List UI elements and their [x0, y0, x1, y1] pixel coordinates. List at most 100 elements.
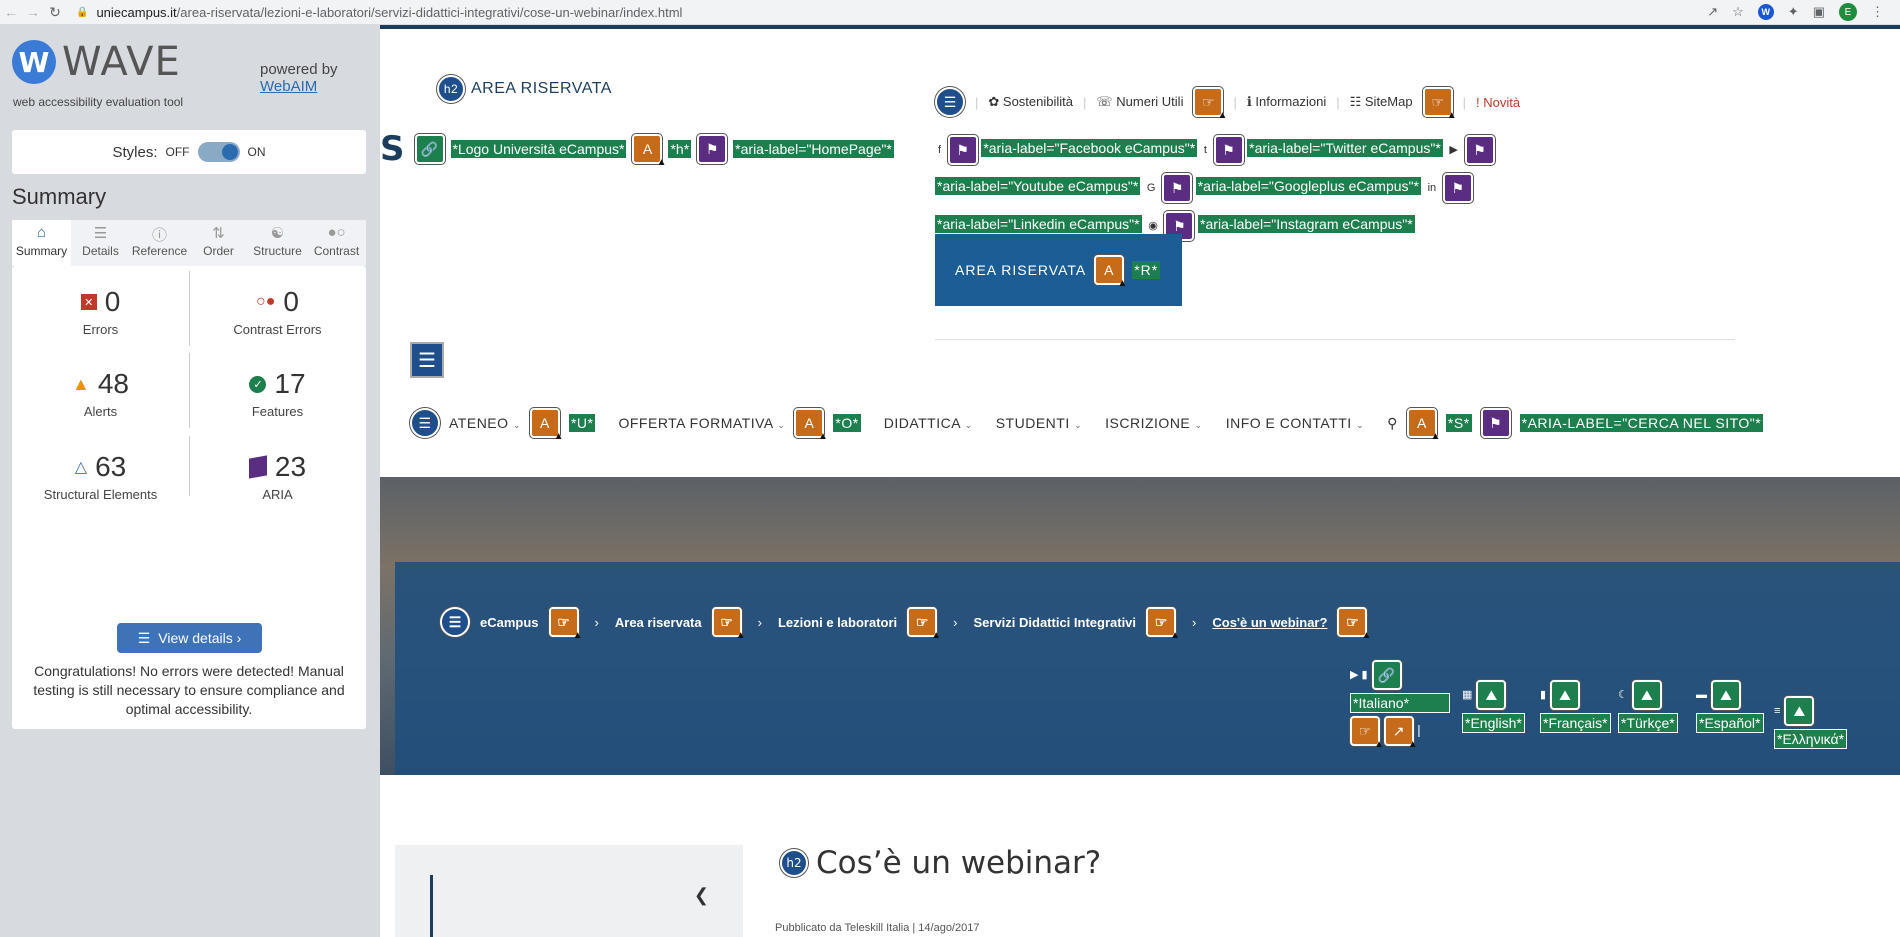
tab-order[interactable]: ⇅Order [189, 220, 248, 266]
features-label: Features [251, 404, 304, 419]
nav-studenti[interactable]: STUDENTI ⌄ [995, 415, 1083, 431]
lock-icon: 🔒 [76, 6, 89, 18]
instagram-icon[interactable]: ◉ [1148, 220, 1158, 232]
youtube-icon[interactable]: ▶ [1449, 144, 1458, 156]
back-icon[interactable]: ← [4, 4, 18, 20]
congratulations-text: Congratulations! No errors were detected… [33, 663, 345, 717]
hamburger-menu-icon[interactable]: ☰ [410, 342, 444, 378]
lang-francais[interactable]: ▮⛰ *Français* [1540, 680, 1611, 733]
italy-flag-icon: ▶ ▮ [1350, 669, 1368, 682]
profile-avatar[interactable]: E [1839, 3, 1857, 21]
lang-turkce-label: *Türkçe* [1618, 713, 1678, 733]
aria-count: 23 [274, 451, 307, 482]
tab-structure[interactable]: ☯Structure [248, 220, 307, 266]
menu-kebab-icon[interactable]: ⋮ [1871, 4, 1884, 19]
breadcrumb-ecampus[interactable]: eCampus [480, 614, 539, 630]
h2-badge-icon: h2 [780, 849, 808, 877]
nav-offerta-formativa[interactable]: OFFERTA FORMATIVA ⌄ [618, 415, 786, 431]
util-numeri-utili[interactable]: ☏ Numeri Utili [1096, 94, 1184, 109]
util-sitemap[interactable]: ☷ SiteMap [1349, 94, 1413, 109]
accesskey-alert-icon: A▲ [632, 134, 666, 168]
styles-on-label: ON [247, 145, 266, 159]
extensions-puzzle-icon[interactable]: ✦ [1787, 4, 1799, 19]
breadcrumb-lezioni[interactable]: Lezioni e laboratori [777, 614, 898, 630]
stat-errors[interactable]: ✕0 Errors [12, 286, 189, 337]
errors-label: Errors [82, 322, 119, 337]
tab-contrast-label: Contrast [313, 244, 360, 258]
info-icon: ⓘ [151, 227, 167, 244]
aria-tag-icon: ⚑ [1480, 408, 1511, 438]
error-icon: ✕ [80, 294, 97, 310]
aria-label: ARIA [262, 487, 293, 502]
spain-flag-icon: ▬ [1696, 689, 1707, 702]
aria-tag-icon: ⚑ [1442, 172, 1473, 203]
site-logo-row[interactable]: S 🔗 *Logo Università eCampus* A▲ *h* ⚑ *… [380, 129, 894, 169]
util-informazioni[interactable]: ℹ Informazioni [1246, 94, 1327, 109]
stat-contrast-errors[interactable]: ○●0 Contrast Errors [189, 286, 366, 337]
view-details-button[interactable]: ☰ View details › [117, 623, 262, 653]
wave-extension-icon[interactable]: W [1757, 4, 1774, 20]
stat-structural[interactable]: △63 Structural Elements [12, 451, 189, 502]
stat-alerts[interactable]: ▲48 Alerts [12, 368, 189, 419]
reload-icon[interactable]: ↻ [49, 3, 61, 20]
stat-aria[interactable]: 23 ARIA [189, 451, 366, 502]
forward-icon[interactable]: → [26, 4, 40, 20]
lang-turkce[interactable]: ☾⛰ *Türkçe* [1618, 680, 1678, 733]
bookmark-star-icon[interactable]: ☆ [1732, 4, 1744, 19]
linkedin-icon[interactable]: in [1427, 182, 1437, 194]
side-panel-icon[interactable]: ▣ [1812, 4, 1825, 19]
browser-toolbar: ← → ↻ 🔒 uniecampus.it/area-riservata/lez… [0, 0, 1900, 25]
address-bar[interactable]: 🔒 uniecampus.it/area-riservata/lezioni-e… [76, 5, 1707, 20]
util-sostenibilita[interactable]: ✿ Sostenibilità [988, 94, 1074, 109]
breadcrumb-area-riservata[interactable]: Area riservata [614, 614, 702, 630]
lang-ellinika[interactable]: ≡⛰ *Ελληνικά* [1774, 696, 1848, 749]
divider [189, 271, 190, 346]
divider [189, 353, 190, 428]
stat-features[interactable]: ✓17 Features [189, 368, 366, 419]
facebook-icon[interactable]: f [938, 144, 942, 156]
wave-sidebar: W WAVE web accessibility evaluation tool… [0, 25, 380, 937]
lang-english[interactable]: ▦⛰ *English* [1462, 680, 1525, 733]
area-riservata-button[interactable]: AREA RISERVATA A▲ *R* [935, 234, 1182, 306]
aria-tag-icon: ⚑ [1464, 134, 1495, 165]
greece-flag-icon: ≡ [1774, 705, 1781, 718]
top-accent-bar [380, 25, 1900, 29]
image-icon: ⛰ [1631, 680, 1662, 710]
util-novita[interactable]: ! Novità [1475, 94, 1521, 110]
twitter-icon[interactable]: t [1203, 144, 1207, 156]
nav-ateneo[interactable]: ATENEO ⌄ [449, 415, 521, 431]
alert-pointer-icon: ☞▲ [1193, 87, 1227, 121]
nav-iscrizione[interactable]: ISCRIZIONE ⌄ [1105, 415, 1203, 431]
nav-ateneo-key: *U* [568, 414, 596, 432]
search-accesskey: *S* [1445, 414, 1472, 432]
tab-contrast[interactable]: ●○Contrast [307, 220, 366, 266]
alerts-label: Alerts [83, 404, 118, 419]
powered-by: powered by WebAIM [260, 61, 338, 95]
search-icon[interactable]: ⚲ [1387, 414, 1398, 431]
nav-didattica[interactable]: DIDATTICA ⌄ [883, 415, 973, 431]
aria-tag-icon: ⚑ [947, 134, 978, 165]
sidebar-accent-bar [430, 875, 433, 937]
chevron-left-icon[interactable]: ❮ [693, 885, 709, 905]
styles-toggle[interactable] [197, 142, 240, 162]
nav-info-contatti[interactable]: INFO E CONTATTI ⌄ [1225, 415, 1365, 431]
lang-espanol[interactable]: ▬⛰ *Español* [1696, 680, 1764, 733]
list-icon: ☰ [137, 629, 151, 646]
webpage-viewport: S 🔗 *Logo Università eCampus* A▲ *h* ⚑ *… [380, 25, 1900, 937]
googleplus-icon[interactable]: G [1146, 182, 1156, 194]
lang-italiano[interactable]: ▶ ▮🔗 *Italiano* ☞▲ ↗▲ | [1350, 660, 1451, 750]
breadcrumb-servizi[interactable]: Servizi Didattici Integrativi [973, 614, 1137, 630]
tab-summary[interactable]: ⌂Summary [12, 220, 71, 266]
hero-overlay-band [395, 562, 1900, 775]
nav-offerta-key: *O* [833, 414, 861, 432]
breadcrumb-current[interactable]: Cos'è un webinar? [1212, 614, 1328, 630]
contrast-errors-count: 0 [283, 286, 299, 317]
alert-icon: ▲ [72, 373, 90, 394]
lang-francais-label: *Français* [1540, 713, 1611, 733]
share-icon[interactable]: ↗ [1707, 4, 1719, 19]
webaim-link[interactable]: WebAIM [260, 78, 318, 95]
tab-details[interactable]: ☰Details [71, 220, 130, 266]
accesskey-alert-icon: A▲ [529, 408, 563, 442]
breadcrumb-separator: › [953, 614, 958, 630]
